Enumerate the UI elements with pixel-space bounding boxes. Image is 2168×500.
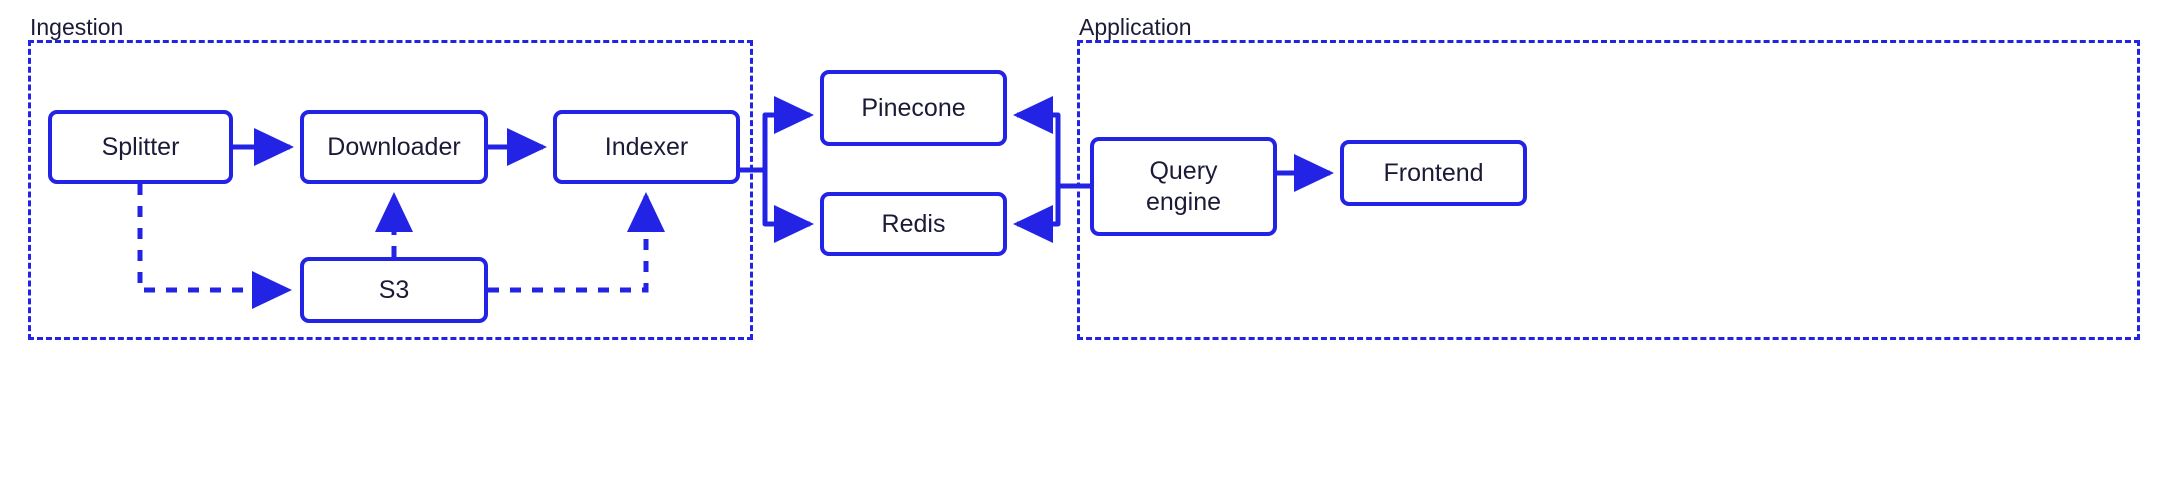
node-splitter[interactable]: Splitter (48, 110, 233, 184)
node-pinecone-label: Pinecone (861, 93, 966, 122)
node-s3-label: S3 (378, 275, 410, 304)
edge-indexer-pinecone (740, 96, 815, 173)
node-query-engine-label: Query engine (1145, 157, 1222, 216)
node-splitter-label: Splitter (101, 132, 180, 161)
node-frontend-label: Frontend (1383, 158, 1484, 187)
edge-query-pinecone (1012, 96, 1090, 189)
node-downloader-label: Downloader (327, 132, 461, 161)
node-frontend[interactable]: Frontend (1340, 140, 1527, 206)
node-downloader[interactable]: Downloader (300, 110, 488, 184)
edge-indexer-redis (740, 167, 815, 243)
edge-s3-indexer (488, 191, 665, 293)
node-query-engine[interactable]: Query engine (1090, 137, 1277, 236)
node-indexer-label: Indexer (604, 132, 689, 161)
node-redis-label: Redis (881, 209, 946, 238)
node-s3[interactable]: S3 (300, 257, 488, 323)
edge-query-redis (1012, 183, 1090, 243)
node-redis[interactable]: Redis (820, 192, 1007, 256)
node-indexer[interactable]: Indexer (553, 110, 740, 184)
group-label-application: Application (1079, 14, 1192, 40)
node-pinecone[interactable]: Pinecone (820, 70, 1007, 146)
group-label-ingestion: Ingestion (30, 14, 124, 40)
edge-splitter-s3 (137, 184, 293, 309)
